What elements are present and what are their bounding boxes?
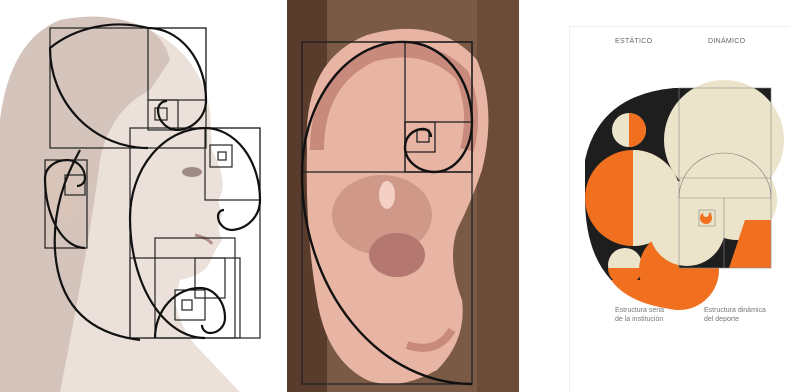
caption-static-line2: de la institución — [615, 315, 664, 324]
ear-golden-spiral-icon — [287, 0, 519, 392]
caption-dynamic: Estructura dinámica del deporte — [704, 306, 766, 324]
caption-static-line1: Estructura seria — [615, 306, 664, 315]
woman-profile-golden-spiral-icon — [0, 0, 270, 392]
static-dynamic-poster: ESTÁTICO DINÁMICO — [569, 0, 790, 392]
ear-golden-ratio-image — [287, 0, 519, 392]
face-golden-ratio-image — [0, 0, 270, 392]
caption-dynamic-line1: Estructura dinámica — [704, 306, 766, 315]
caption-static: Estructura seria de la institución — [615, 306, 664, 324]
caption-dynamic-line2: del deporte — [704, 315, 766, 324]
circle-composition-graphic — [569, 0, 790, 392]
